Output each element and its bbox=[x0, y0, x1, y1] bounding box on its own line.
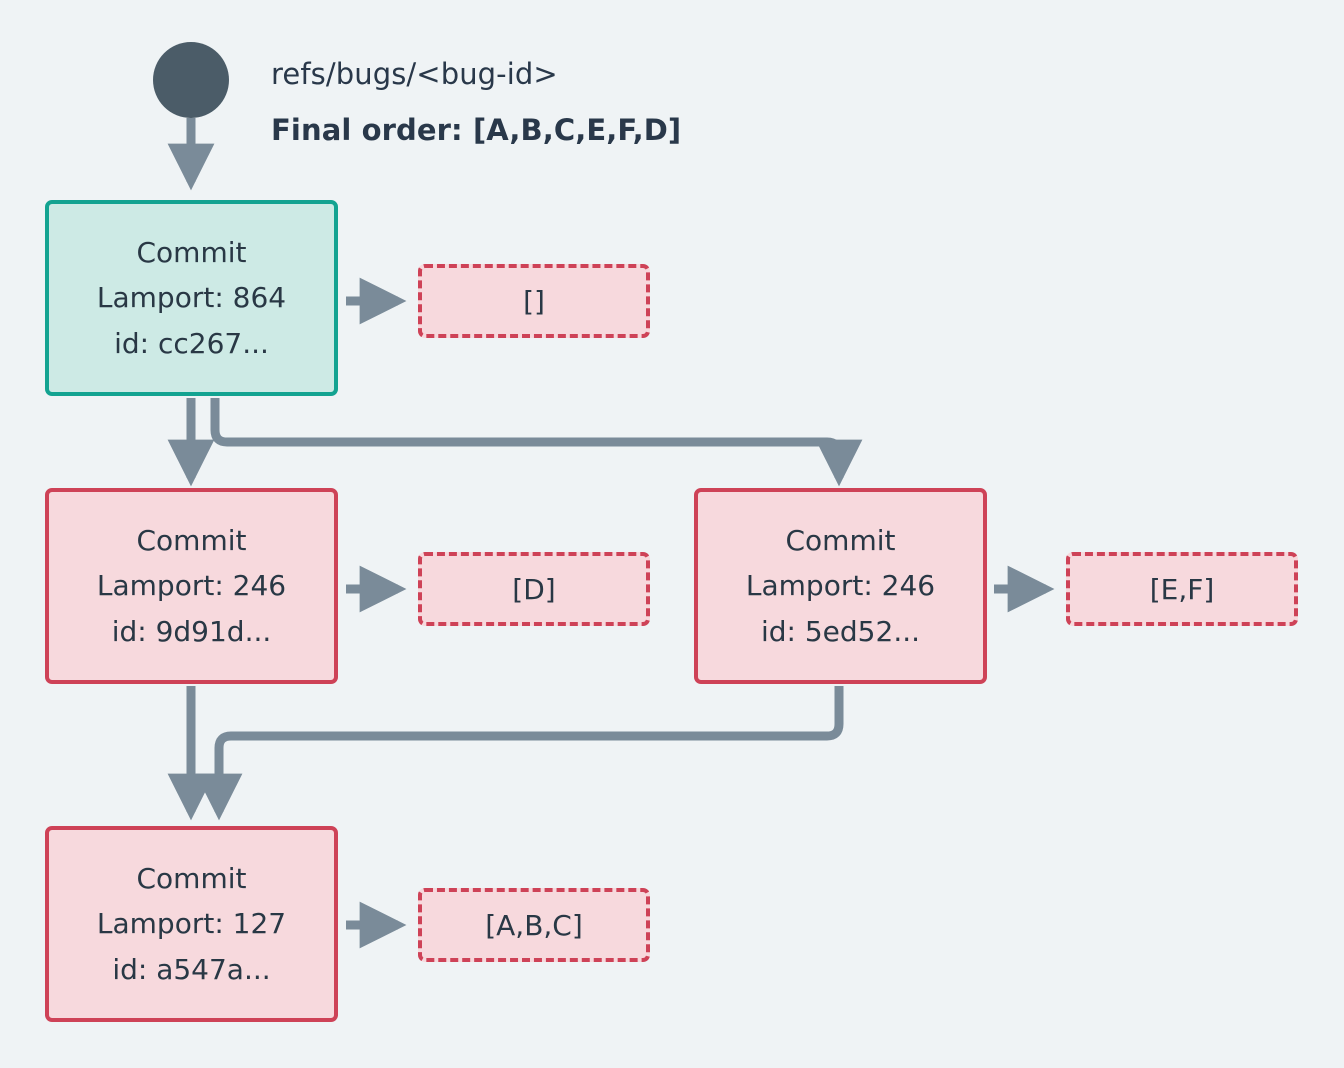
operations-label: [E,F] bbox=[1149, 572, 1215, 606]
commit-node-9d91d[interactable]: Commit Lamport: 246 id: 9d91d... bbox=[45, 488, 338, 684]
edge-5ed52-to-a547a bbox=[195, 686, 844, 821]
ref-path-label: refs/bugs/<bug-id> bbox=[271, 57, 558, 91]
commit-id: id: cc267... bbox=[114, 326, 269, 360]
operations-box-5ed52[interactable]: [E,F] bbox=[1066, 552, 1298, 626]
operations-label: [A,B,C] bbox=[485, 908, 583, 942]
commit-id: id: 5ed52... bbox=[760, 614, 921, 648]
commit-lamport: Lamport: 246 bbox=[745, 569, 936, 603]
commit-title: Commit bbox=[136, 523, 247, 557]
ref-root-dot[interactable] bbox=[153, 42, 229, 118]
commit-node-5ed52[interactable]: Commit Lamport: 246 id: 5ed52... bbox=[694, 488, 987, 684]
operations-box-cc267[interactable]: [] bbox=[418, 264, 650, 338]
commit-lamport: Lamport: 127 bbox=[96, 907, 287, 941]
operations-box-9d91d[interactable]: [D] bbox=[418, 552, 650, 626]
operations-label: [] bbox=[523, 284, 545, 318]
commit-node-cc267[interactable]: Commit Lamport: 864 id: cc267... bbox=[45, 200, 338, 396]
edge-cc267-to-5ed52 bbox=[210, 398, 863, 487]
commit-title: Commit bbox=[136, 235, 247, 269]
commit-lamport: Lamport: 864 bbox=[96, 281, 287, 315]
commit-id: id: a547a... bbox=[112, 952, 271, 986]
final-order-label: Final order: [A,B,C,E,F,D] bbox=[271, 113, 682, 147]
commit-node-a547a[interactable]: Commit Lamport: 127 id: a547a... bbox=[45, 826, 338, 1022]
commit-id: id: 9d91d... bbox=[111, 614, 272, 648]
operations-label: [D] bbox=[512, 572, 556, 606]
commit-lamport: Lamport: 246 bbox=[96, 569, 287, 603]
commit-title: Commit bbox=[785, 523, 896, 557]
commit-title: Commit bbox=[136, 861, 247, 895]
operations-box-a547a[interactable]: [A,B,C] bbox=[418, 888, 650, 962]
